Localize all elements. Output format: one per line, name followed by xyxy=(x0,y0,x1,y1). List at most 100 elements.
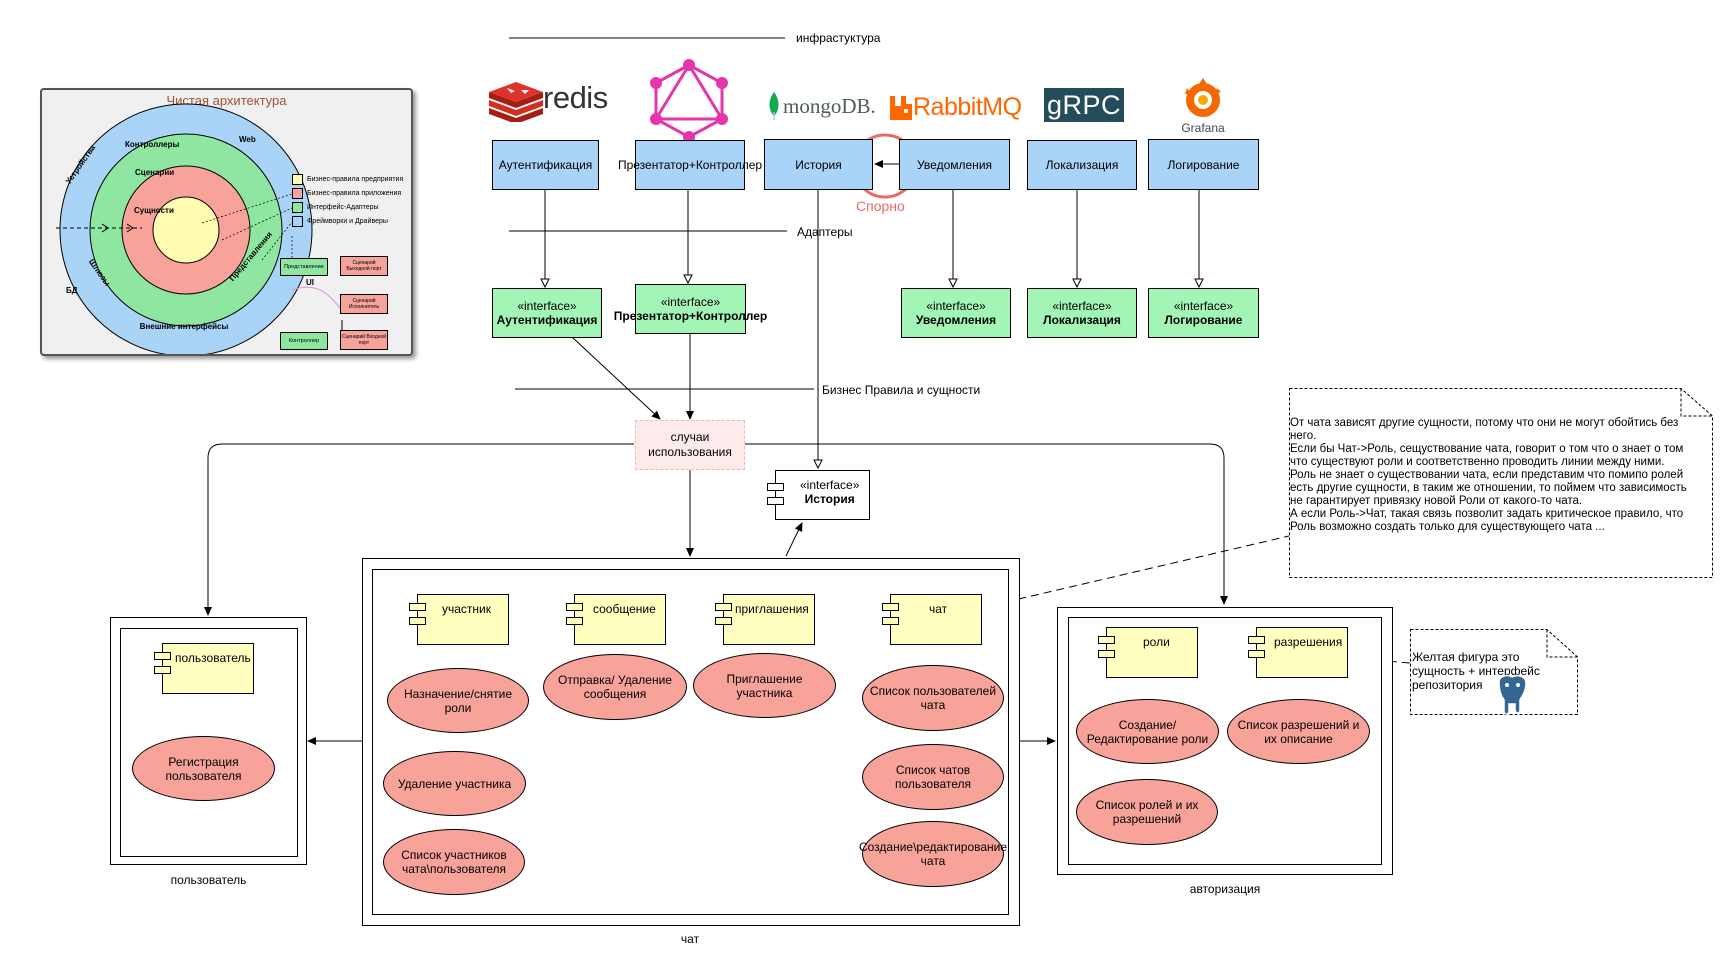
entity-message[interactable]: сообщение xyxy=(566,594,666,645)
ring-label-db: БД xyxy=(66,286,78,295)
mini-presenter: Представление xyxy=(280,258,328,276)
ring-label-use-cases: Сценарии xyxy=(135,168,175,177)
note-line: Роль не знает о существовании чата, если… xyxy=(1290,469,1684,481)
entity-member[interactable]: участник xyxy=(409,594,509,645)
case-chat-users[interactable]: Список пользователей чата xyxy=(862,665,1004,731)
interface-logging[interactable]: «interface»Логирование xyxy=(1148,288,1259,338)
legend-swatch xyxy=(292,201,303,213)
case-label: Отправка/ Удаление сообщения xyxy=(558,673,672,701)
entity-roles[interactable]: роли xyxy=(1098,627,1198,678)
ring-label-ui: UI xyxy=(306,278,314,287)
entity-permissions[interactable]: разрешения xyxy=(1248,627,1348,678)
case-label: Список участников чата\пользователя xyxy=(401,848,507,876)
mini-out-port: Сценарий Выходной порт xyxy=(340,256,388,276)
legend-label: Фреймворки и Драйверы xyxy=(307,217,388,225)
note-line: От чата зависят другие сущности, потому … xyxy=(1290,417,1679,429)
interface-stereotype: «interface» xyxy=(1173,299,1234,313)
infra-notifications[interactable]: Уведомления xyxy=(899,139,1010,190)
case-label: Список пользователей чата xyxy=(869,684,997,712)
case-send-message[interactable]: Отправка/ Удаление сообщения xyxy=(543,654,687,720)
mongodb-wordmark: mongoDB. xyxy=(783,93,876,118)
infra-box-label: Уведомления xyxy=(916,157,993,172)
user-entity[interactable]: пользователь xyxy=(154,643,254,694)
case-permission-list[interactable]: Список разрешений и их описание xyxy=(1227,699,1370,764)
entity-chat[interactable]: чат xyxy=(882,594,982,645)
note-line: него. xyxy=(1290,430,1317,442)
case-label: Удаление участника xyxy=(397,776,512,791)
case-label: Список разрешений и их описание xyxy=(1237,717,1360,746)
case-user-chats[interactable]: Список чатов пользователя xyxy=(862,744,1004,810)
note-line: Если бы Чат->Роль, сещуствование чата, г… xyxy=(1290,443,1684,455)
infra-localization[interactable]: Локализация xyxy=(1027,140,1137,190)
case-create-chat[interactable]: Создание\редактирование чата xyxy=(859,821,1007,887)
note-line: не гарантирует привязку новой Роли от ка… xyxy=(1290,495,1583,507)
user-module-caption: пользователь xyxy=(170,873,247,887)
case-remove-member[interactable]: Удаление участника xyxy=(383,751,526,816)
interface-authentication[interactable]: «interface»Аутентификация xyxy=(492,288,602,338)
big-note-shape xyxy=(1289,388,1713,578)
case-assign-role[interactable]: Назначение/снятие роли xyxy=(387,668,529,733)
interface-stereotype: «interface» xyxy=(1052,299,1112,313)
mini-controller: Контроллер xyxy=(280,332,328,350)
entity-invites[interactable]: приглашения xyxy=(715,594,815,645)
infra-box-label: Локализация xyxy=(1045,158,1119,172)
legend-label: Бизнес-правила приложения xyxy=(307,189,402,197)
case-invite-member[interactable]: Приглашение участника xyxy=(693,653,836,718)
postgresql-icon xyxy=(1498,674,1527,715)
grafana-icon xyxy=(1185,78,1221,117)
case-member-list[interactable]: Список участников чата\пользователя xyxy=(383,829,525,895)
infra-box-label: Презентатор+Контроллер xyxy=(617,158,763,172)
use-cases-label: случаи использования xyxy=(648,430,732,459)
layer-label-adapters: Адаптеры xyxy=(797,225,853,239)
small-note-text: Желтая фигура это сущность + интерфейс р… xyxy=(1412,650,1540,692)
interface-presenter-controller[interactable]: «interface»Презентатор+Контроллер xyxy=(614,284,767,334)
ring-label-entities: Сущности xyxy=(134,206,174,215)
case-label: Список чатов пользователя xyxy=(895,763,971,791)
interface-name: Аутентификация xyxy=(496,313,598,327)
disputed-label: Спорно xyxy=(856,198,905,214)
layer-label-infra: инфрастуктура xyxy=(796,31,881,45)
infra-logging[interactable]: Логирование xyxy=(1148,139,1259,190)
interface-notifications[interactable]: «interface»Уведомления xyxy=(901,288,1011,338)
ring-label-external: Внешние интерфейсы xyxy=(139,322,229,331)
onion-diagram xyxy=(56,103,343,354)
case-label: Регистрация пользователя xyxy=(165,754,242,783)
entity-label: чат xyxy=(929,602,948,616)
infra-box-label: Логирование xyxy=(1167,157,1240,172)
rabbitmq-icon xyxy=(890,95,912,120)
interface-stereotype: «interface» xyxy=(800,478,860,492)
note-line: что существуют роли и соответственно про… xyxy=(1290,456,1665,468)
big-note-text: От чата зависят другие сущности, потому … xyxy=(1290,417,1710,534)
legend-swatch xyxy=(292,173,303,185)
infra-history[interactable]: История xyxy=(764,139,873,190)
graphql-icon xyxy=(650,59,728,143)
history-interface[interactable]: «interface» История xyxy=(767,470,870,520)
case-register-user[interactable]: Регистрация пользователя xyxy=(132,736,275,801)
infra-presenter-controller[interactable]: Презентатор+Контроллер xyxy=(618,140,762,190)
entity-label: разрешения xyxy=(1274,635,1343,649)
entity-label: сообщение xyxy=(593,602,656,616)
interface-name: Уведомления xyxy=(915,313,997,327)
case-label: Приглашение участника xyxy=(726,671,803,700)
case-create-role[interactable]: Создание/ Редактирование роли xyxy=(1076,699,1219,764)
interface-localization[interactable]: «interface»Локализация xyxy=(1027,288,1137,338)
note-line: А если Роль->Чат, такая связь позволит з… xyxy=(1290,508,1684,520)
rabbitmq-logo: RabbitMQ xyxy=(890,93,1022,122)
note-line: Роль возможно создать только для существ… xyxy=(1290,521,1605,533)
case-label: Назначение/снятие роли xyxy=(403,686,512,715)
small-note-shape xyxy=(1410,629,1578,715)
legend-swatch xyxy=(292,215,303,227)
use-cases-box[interactable]: случаи использования xyxy=(635,420,745,470)
entity-label: участник xyxy=(442,602,492,616)
note-line: есть другие сущности, в таким же отношен… xyxy=(1290,482,1687,494)
case-label: Список ролей и их разрешений xyxy=(1095,798,1199,826)
mini-in-port: Сценарий Входной порт xyxy=(340,330,388,350)
case-role-list[interactable]: Список ролей и их разрешений xyxy=(1076,779,1218,845)
redis-wordmark: redis xyxy=(543,80,608,115)
layer-label-business: Бизнес Правила и сущности xyxy=(822,383,981,397)
infra-authentication[interactable]: Аутентификация xyxy=(492,140,599,190)
redis-icon xyxy=(489,82,543,124)
clean-architecture-thumbnail: Чистая архитектура Устройства Web БД UI … xyxy=(40,88,413,356)
interface-name: Презентатор+Контроллер xyxy=(613,309,768,323)
